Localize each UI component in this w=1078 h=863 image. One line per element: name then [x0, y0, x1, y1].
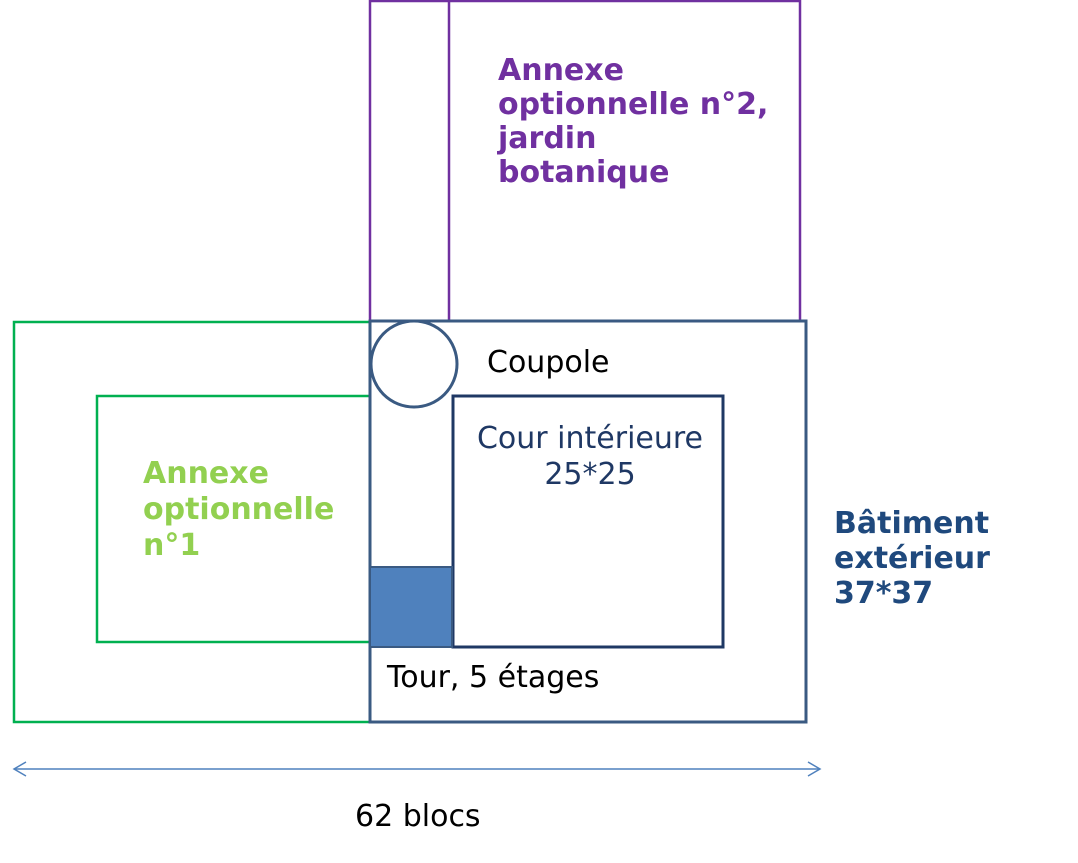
courtyard-label-line: Cour intérieure — [476, 421, 704, 456]
building-label-line: extérieur — [834, 541, 990, 576]
annexe1-label-line: optionnelle — [143, 492, 335, 527]
dome-label: Coupole — [487, 345, 610, 380]
dome-circle — [369, 319, 459, 409]
building-label-line: 37*37 — [834, 576, 934, 611]
annexe2-label-line: optionnelle n°2, — [498, 87, 769, 122]
annexe2-label-line: botanique — [498, 155, 670, 190]
width-arrow-left-head — [12, 761, 27, 777]
width-label: 62 blocs — [355, 799, 481, 834]
annexe1-label-line: n°1 — [143, 528, 201, 563]
courtyard-label: Cour intérieure 25*25 — [470, 421, 710, 493]
tower-label: Tour, 5 étages — [387, 660, 600, 695]
courtyard-outline — [451, 394, 725, 649]
courtyard-label-line: 25*25 — [544, 457, 636, 492]
tower-square — [369, 566, 453, 648]
building-label: Bâtiment extérieur 37*37 — [834, 506, 990, 611]
annexe1-label-line: Annexe — [143, 456, 269, 491]
annexe1-label: Annexe optionnelle n°1 — [143, 456, 334, 564]
building-outline — [368, 319, 808, 724]
width-arrow-right-head — [807, 761, 822, 777]
annexe2-label-line: Annexe — [498, 53, 624, 88]
annexe2-label: Annexe optionnelle n°2, jardin botanique — [498, 54, 768, 190]
annexe2-label-line: jardin — [498, 121, 597, 156]
building-label-line: Bâtiment — [834, 506, 990, 541]
